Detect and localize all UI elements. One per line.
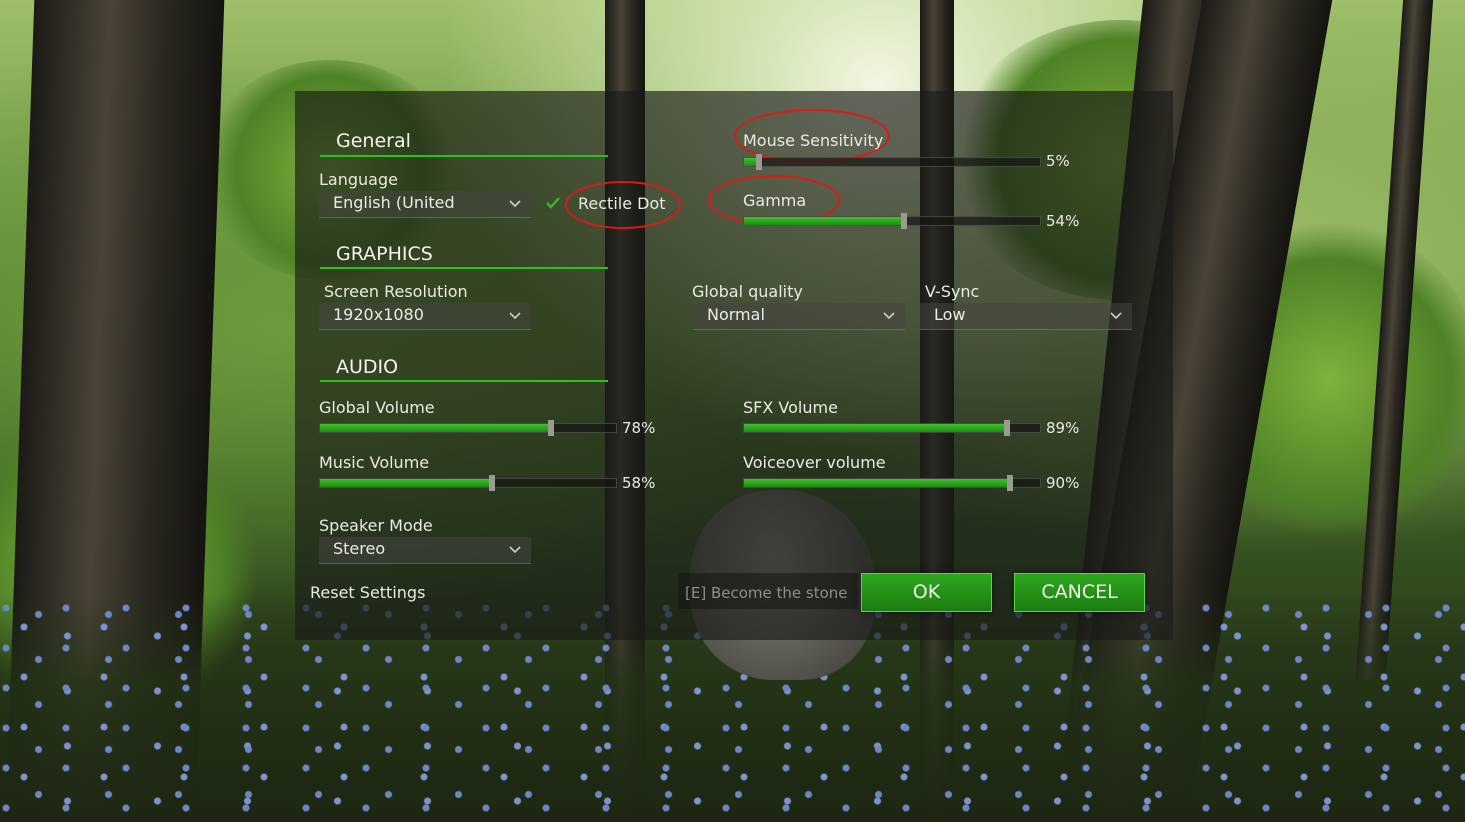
language-dropdown[interactable]: English (United (319, 191, 531, 218)
music-volume-value: 58% (622, 474, 656, 492)
gamma-slider[interactable] (743, 213, 1041, 229)
slider-fill (744, 158, 759, 166)
settings-panel: General Language English (United Rectile… (295, 91, 1173, 640)
sfx-volume-value: 89% (1046, 419, 1080, 437)
screen-resolution-dropdown[interactable]: 1920x1080 (319, 303, 531, 330)
mouse-sensitivity-value: 5% (1046, 152, 1070, 170)
screen-resolution-value: 1920x1080 (333, 305, 424, 324)
global-quality-value: Normal (707, 305, 765, 324)
slider-handle[interactable] (488, 475, 495, 491)
slider-handle[interactable] (547, 420, 554, 436)
slider-handle[interactable] (1004, 420, 1011, 436)
vsync-label: V-Sync (925, 282, 980, 301)
voiceover-volume-label: Voiceover volume (743, 453, 886, 472)
slider-fill (744, 424, 1008, 432)
global-volume-slider[interactable] (319, 420, 617, 436)
speaker-mode-label: Speaker Mode (319, 516, 433, 535)
reset-settings-button[interactable]: Reset Settings (310, 583, 426, 602)
chevron-down-icon (509, 312, 521, 320)
slider-fill (320, 479, 492, 487)
screen-resolution-label: Screen Resolution (324, 282, 468, 301)
slider-handle[interactable] (900, 213, 907, 229)
cancel-button[interactable]: CANCEL (1014, 573, 1145, 612)
chevron-down-icon (509, 546, 521, 554)
slider-handle[interactable] (755, 154, 762, 170)
graphics-heading: GRAPHICS (336, 243, 433, 265)
gamma-value: 54% (1046, 212, 1080, 230)
audio-divider (320, 380, 608, 382)
language-label: Language (319, 170, 398, 189)
ok-button[interactable]: OK (861, 573, 992, 612)
general-divider (320, 155, 608, 157)
audio-heading: AUDIO (336, 356, 399, 378)
graphics-divider (320, 267, 608, 269)
global-quality-label: Global quality (692, 282, 803, 301)
slider-fill (744, 217, 904, 225)
global-volume-value: 78% (622, 419, 656, 437)
speaker-mode-value: Stereo (333, 539, 386, 558)
rectile-dot-checkbox[interactable] (545, 195, 561, 211)
global-quality-dropdown[interactable]: Normal (693, 303, 905, 330)
chevron-down-icon (883, 312, 895, 320)
mouse-sensitivity-slider[interactable] (743, 154, 1041, 170)
vsync-dropdown[interactable]: Low (920, 303, 1132, 330)
slider-fill (320, 424, 551, 432)
speaker-mode-dropdown[interactable]: Stereo (319, 537, 531, 564)
music-volume-slider[interactable] (319, 475, 617, 491)
slider-handle[interactable] (1007, 475, 1014, 491)
vsync-value: Low (934, 305, 966, 324)
music-volume-label: Music Volume (319, 453, 430, 472)
sfx-volume-label: SFX Volume (743, 398, 838, 417)
voiceover-volume-slider[interactable] (743, 475, 1041, 491)
interaction-hint: [E] Become the stone (685, 584, 848, 602)
voiceover-volume-value: 90% (1046, 474, 1080, 492)
global-volume-label: Global Volume (319, 398, 435, 417)
interaction-hint-background (678, 573, 858, 609)
general-heading: General (336, 130, 411, 152)
sfx-volume-slider[interactable] (743, 420, 1041, 436)
annotation-circle (565, 181, 681, 229)
language-value: English (United (333, 193, 455, 212)
chevron-down-icon (509, 200, 521, 208)
chevron-down-icon (1110, 312, 1122, 320)
slider-fill (744, 479, 1011, 487)
